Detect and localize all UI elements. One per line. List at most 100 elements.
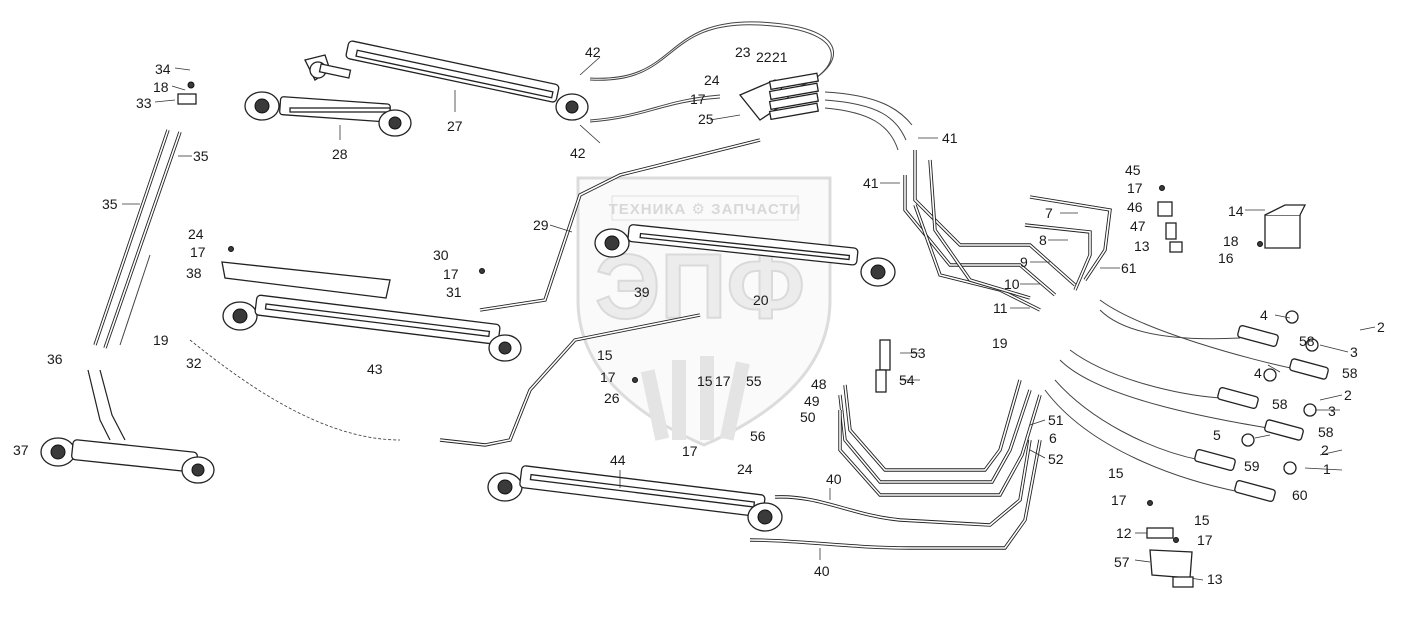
callout-30: 30 (433, 247, 449, 263)
callout-2: 2 (1377, 319, 1385, 335)
callout-53: 53 (910, 345, 926, 361)
callout-12: 12 (1116, 525, 1132, 541)
callout-50: 50 (800, 409, 816, 425)
callout-38: 38 (186, 265, 202, 281)
callout-56: 56 (750, 428, 766, 444)
callout-15: 15 (697, 373, 713, 389)
callout-47: 47 (1130, 218, 1146, 234)
callout-3: 3 (1350, 344, 1358, 360)
callout-60: 60 (1292, 487, 1308, 503)
callout-45: 45 (1125, 162, 1141, 178)
callout-10: 10 (1004, 276, 1020, 292)
callout-29: 29 (533, 217, 549, 233)
callout-21: 21 (772, 49, 788, 65)
cylinder-44 (487, 465, 783, 532)
callout-16: 16 (1218, 250, 1234, 266)
callout-36: 36 (47, 351, 63, 367)
callout-44: 44 (610, 452, 626, 468)
callout-2: 2 (1321, 442, 1329, 458)
leader-lines (122, 56, 1376, 581)
cylinder-27 (304, 40, 589, 121)
callout-42: 42 (570, 145, 586, 161)
callout-17: 17 (715, 373, 731, 389)
callout-46: 46 (1127, 199, 1143, 215)
bar-38 (221, 261, 391, 299)
callout-14: 14 (1228, 203, 1244, 219)
callout-48: 48 (811, 376, 827, 392)
callout-58: 58 (1342, 365, 1358, 381)
callout-17: 17 (1127, 180, 1143, 196)
callout-32: 32 (186, 355, 202, 371)
cylinder-28 (244, 91, 412, 137)
callout-17: 17 (690, 91, 706, 107)
callout-3: 3 (1328, 403, 1336, 419)
callout-17: 17 (600, 369, 616, 385)
callout-22: 22 (756, 49, 772, 65)
callout-24: 24 (188, 226, 204, 242)
callout-8: 8 (1039, 232, 1047, 248)
callout-41: 41 (863, 175, 879, 191)
callout-49: 49 (804, 393, 820, 409)
callout-40: 40 (814, 563, 830, 579)
callout-51: 51 (1048, 412, 1064, 428)
callout-17: 17 (1197, 532, 1213, 548)
callout-18: 18 (153, 79, 169, 95)
callout-13: 13 (1207, 571, 1223, 587)
callout-6: 6 (1049, 430, 1057, 446)
callout-9: 9 (1020, 254, 1028, 270)
callout-15: 15 (1108, 465, 1124, 481)
callout-19: 19 (992, 335, 1008, 351)
callout-13: 13 (1134, 238, 1150, 254)
callout-24: 24 (737, 461, 753, 477)
bracket-14 (1264, 204, 1307, 249)
callout-17: 17 (443, 266, 459, 282)
callout-7: 7 (1045, 205, 1053, 221)
callout-4: 4 (1260, 307, 1268, 323)
callout-28: 28 (332, 146, 348, 162)
callout-54: 54 (899, 372, 915, 388)
callout-35: 35 (193, 148, 209, 164)
callout-2: 2 (1344, 387, 1352, 403)
manifold-25 (738, 72, 820, 121)
callout-34: 34 (155, 61, 171, 77)
bracket-57 (1149, 549, 1193, 579)
callout-39: 39 (634, 284, 650, 300)
callout-55: 55 (746, 373, 762, 389)
callout-37: 37 (13, 442, 29, 458)
callout-15: 15 (597, 347, 613, 363)
callout-20: 20 (753, 292, 769, 308)
callout-25: 25 (698, 111, 714, 127)
callout-17: 17 (1111, 492, 1127, 508)
callout-1: 1 (1323, 461, 1331, 477)
small-fasteners (177, 81, 1263, 588)
callout-15: 15 (1194, 512, 1210, 528)
watermark-letters: ЭПФ (595, 236, 805, 338)
callout-26: 26 (604, 390, 620, 406)
cylinder-43 (222, 294, 522, 362)
callout-58: 58 (1299, 333, 1315, 349)
cylinder-20 (594, 224, 896, 287)
hoses-and-pipes (87, 21, 1301, 550)
callout-17: 17 (682, 443, 698, 459)
cylinder-37 (40, 437, 215, 484)
callout-23: 23 (735, 44, 751, 60)
callout-labels: 34 18 33 35 35 27 28 42 42 23 22 21 24 1… (13, 44, 1385, 587)
callout-40: 40 (826, 471, 842, 487)
callout-5: 5 (1213, 427, 1221, 443)
callout-31: 31 (446, 284, 462, 300)
callout-58: 58 (1318, 424, 1334, 440)
callout-24: 24 (704, 72, 720, 88)
callout-4: 4 (1254, 365, 1262, 381)
callout-17: 17 (190, 244, 206, 260)
callout-57: 57 (1114, 554, 1130, 570)
watermark-wheat-icon (640, 356, 750, 441)
callout-41: 41 (942, 130, 958, 146)
callout-59: 59 (1244, 458, 1260, 474)
callout-11: 11 (993, 300, 1008, 316)
fittings-right (1194, 310, 1329, 502)
callout-61: 61 (1121, 260, 1137, 276)
callout-33: 33 (136, 95, 152, 111)
callout-19: 19 (153, 332, 169, 348)
watermark-brand: ТЕХНИКА ⚙ ЗАПЧАСТИ (609, 201, 802, 218)
